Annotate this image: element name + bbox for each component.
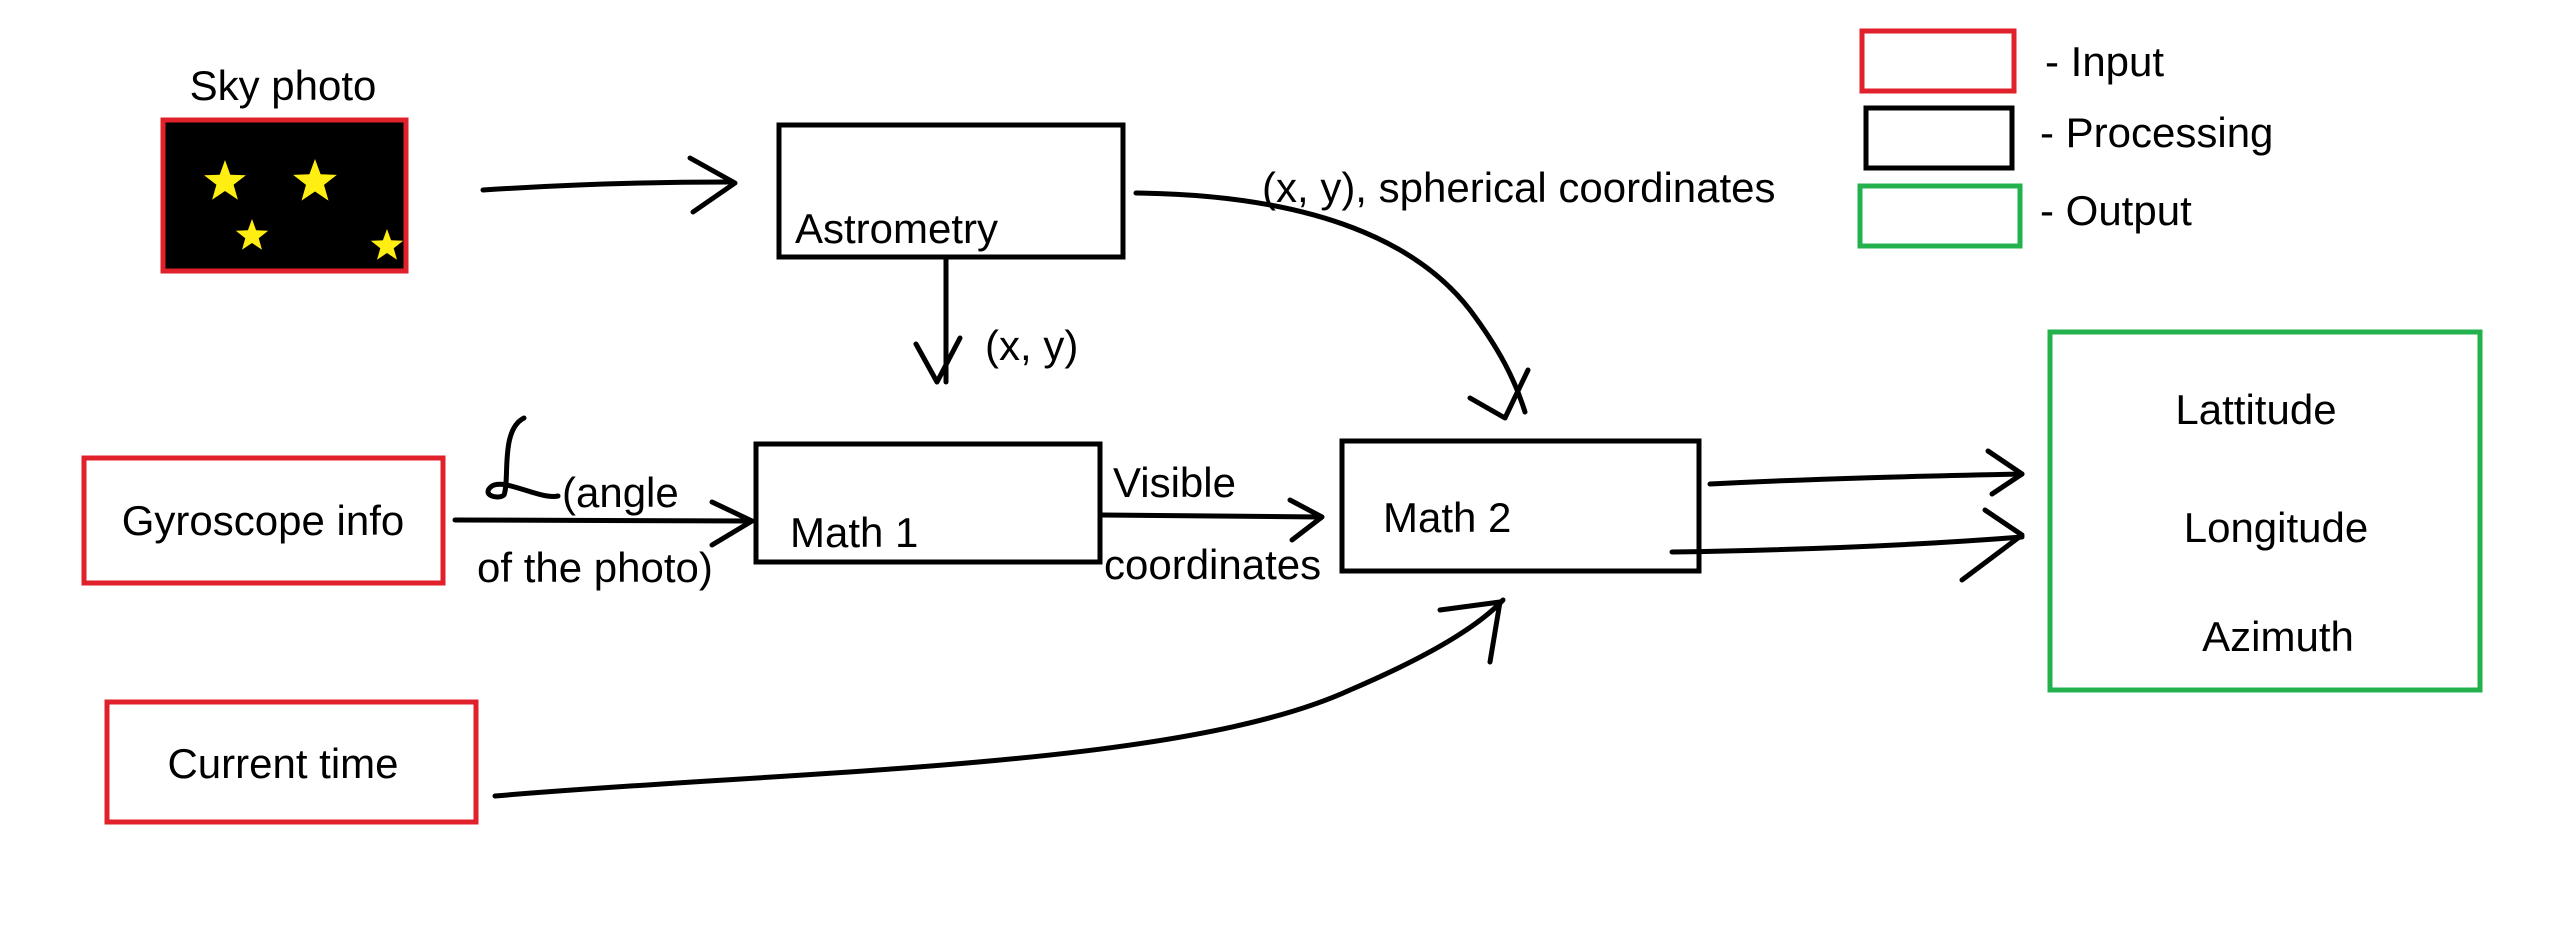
math2-box [1339, 438, 1702, 574]
legend-processing-swatch [1863, 105, 2015, 171]
star-icon [235, 219, 269, 250]
legend-input-swatch [1859, 28, 2017, 94]
label-visible-line1: Visible [1113, 459, 1236, 506]
arrow-math2-to-output-2 [1669, 534, 2025, 555]
label-xy: (x, y) [985, 322, 1078, 369]
output-node: Lattitude Longitude Azimuth [2047, 329, 2483, 693]
legend-input-label: - Input [2045, 38, 2164, 85]
current-time-node: Current time [104, 699, 479, 825]
astrometry-box [776, 122, 1126, 260]
legend-output-swatch [1857, 183, 2023, 249]
sky-photo-node: Sky photo [160, 62, 409, 274]
math1-label: Math 1 [790, 509, 918, 556]
arrow-math1-to-math2 [1099, 512, 1323, 520]
label-spherical-coordinates: (x, y), spherical coordinates [1262, 164, 1776, 211]
arrowhead [1437, 599, 1503, 665]
astrometry-label: Astrometry [795, 205, 998, 252]
sky-photo-image [160, 117, 409, 274]
legend-processing-label: - Processing [2040, 109, 2273, 156]
output-box [2047, 329, 2483, 693]
arrowhead [709, 499, 755, 548]
star-icon [370, 229, 404, 260]
arrowhead [1467, 367, 1531, 421]
current-time-label: Current time [167, 740, 398, 787]
arrow-time-to-math2 [492, 597, 1506, 799]
arrowhead [687, 155, 738, 215]
astrometry-node: Astrometry [776, 122, 1126, 260]
star-icon [204, 160, 246, 200]
arrow-math2-to-output-1 [1707, 471, 2025, 487]
output-azimuth: Azimuth [2202, 613, 2354, 660]
arrowhead [1985, 448, 2025, 497]
gyroscope-node: Gyroscope info [81, 455, 446, 586]
label-visible-line2: coordinates [1104, 541, 1321, 588]
arrowhead [1287, 497, 1325, 543]
gyroscope-label: Gyroscope info [122, 497, 404, 544]
alpha-symbol-icon [485, 415, 561, 500]
math2-node: Math 2 [1339, 438, 1702, 574]
star-icon [293, 159, 337, 201]
arrow-astrometry-to-math2 [1133, 190, 1528, 415]
current-time-box [104, 699, 479, 825]
edge-labels: (x, y), spherical coordinates (x, y) (an… [477, 164, 1776, 591]
math1-node: Math 1 [753, 441, 1103, 565]
legend-output-label: - Output [2040, 187, 2192, 234]
label-angle-line1: (angle [562, 469, 679, 516]
arrow-gyro-to-math1 [452, 517, 755, 524]
arrow-photo-to-astrometry [480, 179, 733, 193]
legend: - Input - Processing - Output [1857, 28, 2273, 249]
arrowhead [913, 335, 963, 385]
output-latitude: Lattitude [2175, 386, 2336, 433]
gyroscope-box [81, 455, 446, 586]
math2-label: Math 2 [1383, 494, 1511, 541]
arrows [452, 155, 2025, 799]
math1-box [753, 441, 1103, 565]
arrowhead [1959, 507, 2025, 583]
output-longitude: Longitude [2184, 504, 2369, 551]
label-angle-line2: of the photo) [477, 544, 713, 591]
sky-photo-label: Sky photo [190, 62, 377, 109]
